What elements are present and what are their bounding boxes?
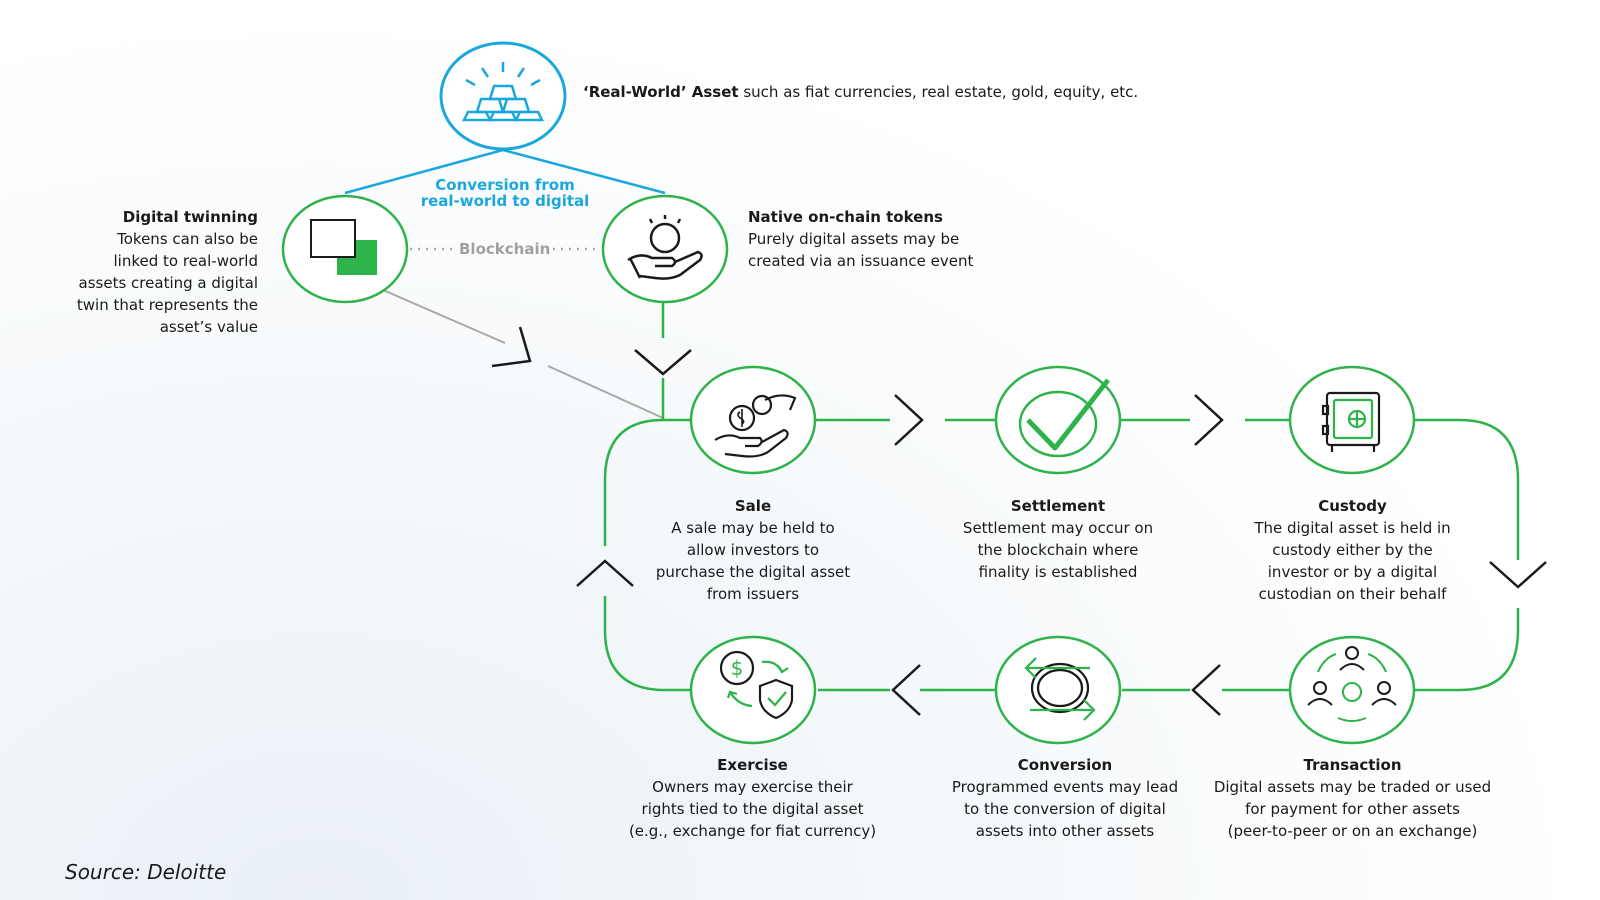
gray-line-1 [382, 289, 506, 344]
sale-title: Sale [734, 497, 772, 515]
settlement-line-1: the blockchain where [977, 541, 1139, 559]
real-world-asset-desc: such as fiat currencies, real estate, go… [743, 83, 1139, 101]
conversion-line-2: assets into other assets [975, 822, 1155, 840]
exercise-text: Exercise Owners may exercise their right… [615, 754, 890, 842]
blue-line-left [344, 148, 504, 195]
sale-text: Sale A sale may be held to allow investo… [633, 495, 873, 605]
sale-line-0: A sale may be held to [671, 519, 835, 537]
native-tokens-title: Native on-chain tokens [748, 208, 943, 226]
conversion-arrows-icon [994, 635, 1122, 745]
checkmark-icon [994, 365, 1122, 475]
conversion-title: Conversion [1017, 756, 1113, 774]
down-chevron-native [634, 349, 692, 376]
chevron-up-left [576, 559, 634, 587]
conversion-from-line1: Conversion from [435, 176, 575, 194]
people-network-icon [1288, 635, 1416, 745]
gray-line-2 [547, 365, 664, 419]
digital-twinning-text: Digital twinning Tokens can also be link… [60, 206, 258, 338]
conversion-line-0: Programmed events may lead [951, 778, 1179, 796]
digital-twinning-line-2: assets creating a digital [78, 274, 258, 292]
digital-twinning-line-0: Tokens can also be [117, 230, 258, 248]
blockchain-label: Blockchain [459, 240, 551, 258]
custody-line-1: custody either by the [1272, 541, 1433, 559]
right-curve-top [1414, 418, 1520, 560]
transaction-line-1: for payment for other assets [1245, 800, 1460, 818]
source-caption: Source: Deloitte [65, 860, 227, 884]
chevron-left-2 [891, 664, 921, 716]
chevron-right-1 [894, 394, 924, 446]
hand-coin-icon [601, 194, 729, 304]
digital-twinning-title: Digital twinning [122, 208, 258, 226]
exercise-line-2: (e.g., exchange for fiat currency) [628, 822, 877, 840]
real-world-asset-title: ‘Real-World’ Asset [583, 83, 739, 101]
transaction-line-2: (peer-to-peer or on an exchange) [1227, 822, 1478, 840]
transaction-title: Transaction [1303, 756, 1402, 774]
chevron-down-right [1489, 561, 1547, 589]
chevron-left-1 [1191, 664, 1221, 716]
transaction-text: Transaction Digital assets may be traded… [1195, 754, 1510, 842]
sale-line-1: allow investors to [686, 541, 820, 559]
chevron-right-2 [1194, 394, 1224, 446]
svg-text:$: $ [731, 656, 744, 680]
digital-twinning-line-3: twin that represents the [76, 296, 258, 314]
settlement-text: Settlement Settlement may occur on the b… [933, 495, 1183, 583]
custody-line-3: custodian on their behalf [1258, 585, 1447, 603]
exercise-title: Exercise [717, 756, 788, 774]
left-curve-top [603, 418, 664, 546]
digital-twinning-line-4: asset’s value [159, 318, 258, 336]
conversion-line-1: to the conversion of digital [964, 800, 1166, 818]
twin-squares-icon [281, 194, 409, 304]
exercise-line-1: rights tied to the digital asset [641, 800, 864, 818]
custody-line-2: investor or by a digital [1267, 563, 1438, 581]
conversion-text: Conversion Programmed events may lead to… [930, 754, 1200, 842]
sale-line-2: purchase the digital asset [655, 563, 851, 581]
settlement-line-0: Settlement may occur on [962, 519, 1154, 537]
gray-chevron [491, 326, 532, 368]
conversion-from-line2: real-world to digital [420, 192, 590, 210]
settlement-title: Settlement [1010, 497, 1106, 515]
safe-icon [1288, 365, 1416, 475]
custody-title: Custody [1318, 497, 1387, 515]
settlement-line-2: finality is established [978, 563, 1138, 581]
gold-bars-icon [439, 41, 567, 151]
native-tokens-line-0: Purely digital assets may be [748, 230, 960, 248]
blue-line-right [502, 148, 666, 195]
custody-text: Custody The digital asset is held in cus… [1220, 495, 1485, 605]
conversion-from-label: Conversion from real-world to digital [410, 177, 600, 209]
real-world-asset-text: ‘Real-World’ Asset such as fiat currenci… [583, 81, 1143, 103]
dollar-shield-icon: $ [689, 635, 817, 745]
custody-line-0: The digital asset is held in [1254, 519, 1451, 537]
digital-twinning-line-1: linked to real-world [113, 252, 258, 270]
right-curve-bottom [1414, 608, 1520, 692]
native-tokens-line-1: created via an issuance event [748, 252, 974, 270]
transaction-line-0: Digital assets may be traded or used [1213, 778, 1492, 796]
sale-line-3: from issuers [706, 585, 800, 603]
hand-dollar-icon [689, 365, 817, 475]
native-tokens-text: Native on-chain tokens Purely digital as… [748, 206, 1008, 272]
exercise-line-0: Owners may exercise their [652, 778, 853, 796]
left-curve-bottom [603, 596, 690, 692]
